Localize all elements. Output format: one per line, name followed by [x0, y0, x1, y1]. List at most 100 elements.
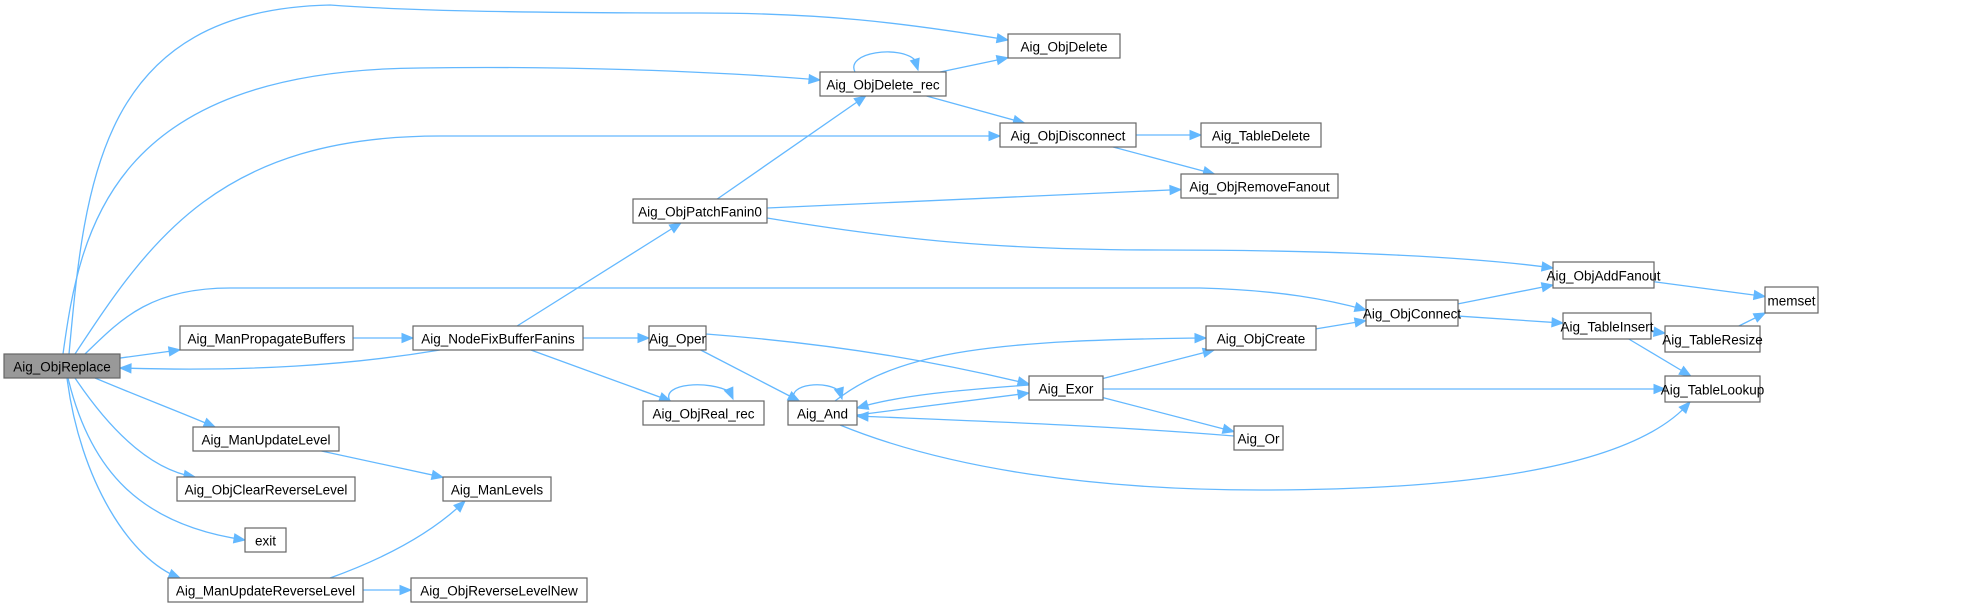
node-label: Aig_ObjCreate — [1217, 332, 1306, 347]
node-box[interactable] — [1028, 375, 1104, 401]
node-aig-objreverselevelnew[interactable]: Aig_ObjReverseLevelNew — [410, 577, 588, 603]
edge-line — [766, 188, 1182, 209]
edge-line — [119, 349, 441, 370]
node-box[interactable] — [642, 400, 765, 426]
node-aig-objdelete[interactable]: Aig_ObjDelete — [1007, 33, 1121, 59]
node-box[interactable] — [244, 527, 287, 553]
node-aig-nodefixbufferfanins[interactable]: Aig_NodeFixBufferFanins — [412, 325, 584, 351]
arrowhead-icon — [1194, 332, 1208, 344]
arrowhead-icon — [118, 363, 132, 374]
node-exit[interactable]: exit — [244, 527, 287, 553]
arrowhead-icon — [1169, 184, 1183, 196]
node-aig-objcreate[interactable]: Aig_ObjCreate — [1205, 325, 1317, 351]
node-aig-manupdatereverselevel[interactable]: Aig_ManUpdateReverseLevel — [167, 577, 364, 603]
edge-aig_manupdatelevel-to-aig_manlevels — [321, 450, 445, 481]
node-aig-tablelookup[interactable]: Aig_TableLookup — [1661, 375, 1765, 403]
node-aig-objaddfanout[interactable]: Aig_ObjAddFanout — [1546, 261, 1661, 289]
node-box[interactable] — [648, 325, 707, 351]
arrowhead-icon — [1016, 389, 1031, 400]
node-box[interactable] — [819, 71, 947, 97]
edge-aig_and-to-aig_objcreate — [834, 332, 1208, 402]
node-aig-objremovefanout[interactable]: Aig_ObjRemoveFanout — [1180, 173, 1339, 199]
arrowhead-icon — [1678, 401, 1691, 415]
node-box[interactable] — [1233, 425, 1284, 451]
node-label: Aig_ObjDelete_rec — [826, 78, 940, 93]
node-aig-objconnect[interactable]: Aig_ObjConnect — [1363, 299, 1462, 327]
edge-line — [839, 401, 1691, 491]
node-box[interactable] — [1180, 173, 1339, 199]
node-aig-exor[interactable]: Aig_Exor — [1028, 375, 1104, 401]
edge-aig_tableresize-to-memset — [1738, 312, 1767, 327]
node-label: Aig_ManUpdateReverseLevel — [176, 584, 355, 599]
node-aig-tabledelete[interactable]: Aig_TableDelete — [1200, 122, 1322, 148]
edge-aig_nodefixbufferfanins-to-aig_oper — [583, 332, 651, 344]
edge-line — [716, 95, 867, 200]
edge-line — [1102, 396, 1235, 433]
node-aig-oper[interactable]: Aig_Oper — [648, 325, 707, 351]
edge-line — [62, 66, 821, 355]
node-label: Aig_ManPropagateBuffers — [187, 332, 345, 347]
node-aig-and[interactable]: Aig_And — [787, 400, 858, 426]
edge-aig_exor-to-aig_and — [855, 384, 1030, 410]
node-box[interactable] — [1562, 312, 1652, 340]
node-box[interactable] — [3, 353, 121, 379]
node-aig-manupdatelevel[interactable]: Aig_ManUpdateLevel — [192, 426, 340, 452]
edge-line — [74, 377, 196, 478]
arrowhead-icon — [723, 386, 734, 401]
node-aig-manpropagatebuffers[interactable]: Aig_ManPropagateBuffers — [179, 325, 354, 351]
node-box[interactable] — [787, 400, 858, 426]
arrowhead-icon — [668, 222, 683, 234]
node-box[interactable] — [1200, 122, 1322, 148]
edge-aig_objreplace-to-aig_objdelete_rec — [62, 66, 822, 355]
edge-aig_objreplace-to-aig_manpropagatebuffers — [119, 346, 182, 359]
node-box[interactable] — [999, 122, 1137, 148]
edge-aig_nodefixbufferfanins-to-aig_objreplace — [118, 349, 441, 374]
node-box[interactable] — [410, 577, 588, 603]
arrowhead-icon — [995, 32, 1010, 44]
node-aig-objclearreverselevel[interactable]: Aig_ObjClearReverseLevel — [176, 476, 356, 502]
arrowhead-icon — [167, 346, 182, 357]
node-box[interactable] — [1664, 325, 1761, 353]
node-aig-objreal-rec[interactable]: Aig_ObjReal_rec — [642, 400, 765, 426]
edge-aig_objconnect-to-aig_tableinsert — [1457, 315, 1565, 328]
node-box[interactable] — [1664, 375, 1761, 403]
arrowhead-icon — [909, 57, 920, 72]
edge-aig_and-to-aig_and — [792, 384, 844, 402]
node-label: Aig_ObjDisconnect — [1011, 129, 1126, 144]
arrowhead-icon — [1652, 326, 1667, 337]
node-box[interactable] — [179, 325, 354, 351]
node-label: Aig_ObjClearReverseLevel — [185, 483, 348, 498]
edges-layer — [62, 4, 1767, 596]
node-box[interactable] — [1205, 325, 1317, 351]
arrowhead-icon — [808, 73, 822, 85]
edge-aig_objconnect-to-aig_objaddfanout — [1457, 282, 1555, 305]
node-box[interactable] — [1552, 261, 1655, 289]
node-box[interactable] — [412, 325, 584, 351]
node-aig-manlevels[interactable]: Aig_ManLevels — [442, 476, 552, 502]
node-aig-tableinsert[interactable]: Aig_TableInsert — [1560, 312, 1654, 340]
node-aig-objdelete-rec[interactable]: Aig_ObjDelete_rec — [819, 71, 947, 97]
node-aig-objpatchfanin0[interactable]: Aig_ObjPatchFanin0 — [632, 198, 768, 224]
edge-aig_tableinsert-to-aig_tableresize — [1650, 326, 1667, 337]
node-label: Aig_Or — [1237, 432, 1280, 447]
node-box[interactable] — [1764, 286, 1819, 314]
node-box[interactable] — [176, 476, 356, 502]
node-memset[interactable]: memset — [1764, 286, 1819, 314]
node-box[interactable] — [192, 426, 340, 452]
node-label: Aig_ManLevels — [451, 483, 544, 498]
node-aig-objreplace[interactable]: Aig_ObjReplace — [3, 353, 121, 379]
node-box[interactable] — [442, 476, 552, 502]
arrowhead-icon — [1221, 423, 1236, 434]
edge-aig_and-to-aig_exor — [856, 389, 1031, 416]
node-box[interactable] — [1007, 33, 1121, 59]
node-box[interactable] — [167, 577, 364, 603]
node-aig-tableresize[interactable]: Aig_TableResize — [1662, 325, 1763, 353]
node-box[interactable] — [632, 198, 768, 224]
node-aig-or[interactable]: Aig_Or — [1233, 425, 1284, 451]
node-aig-objdisconnect[interactable]: Aig_ObjDisconnect — [999, 122, 1137, 148]
node-label: Aig_TableResize — [1662, 333, 1763, 348]
node-box[interactable] — [1365, 299, 1459, 327]
edge-line — [766, 217, 1554, 269]
edge-line — [67, 377, 246, 541]
